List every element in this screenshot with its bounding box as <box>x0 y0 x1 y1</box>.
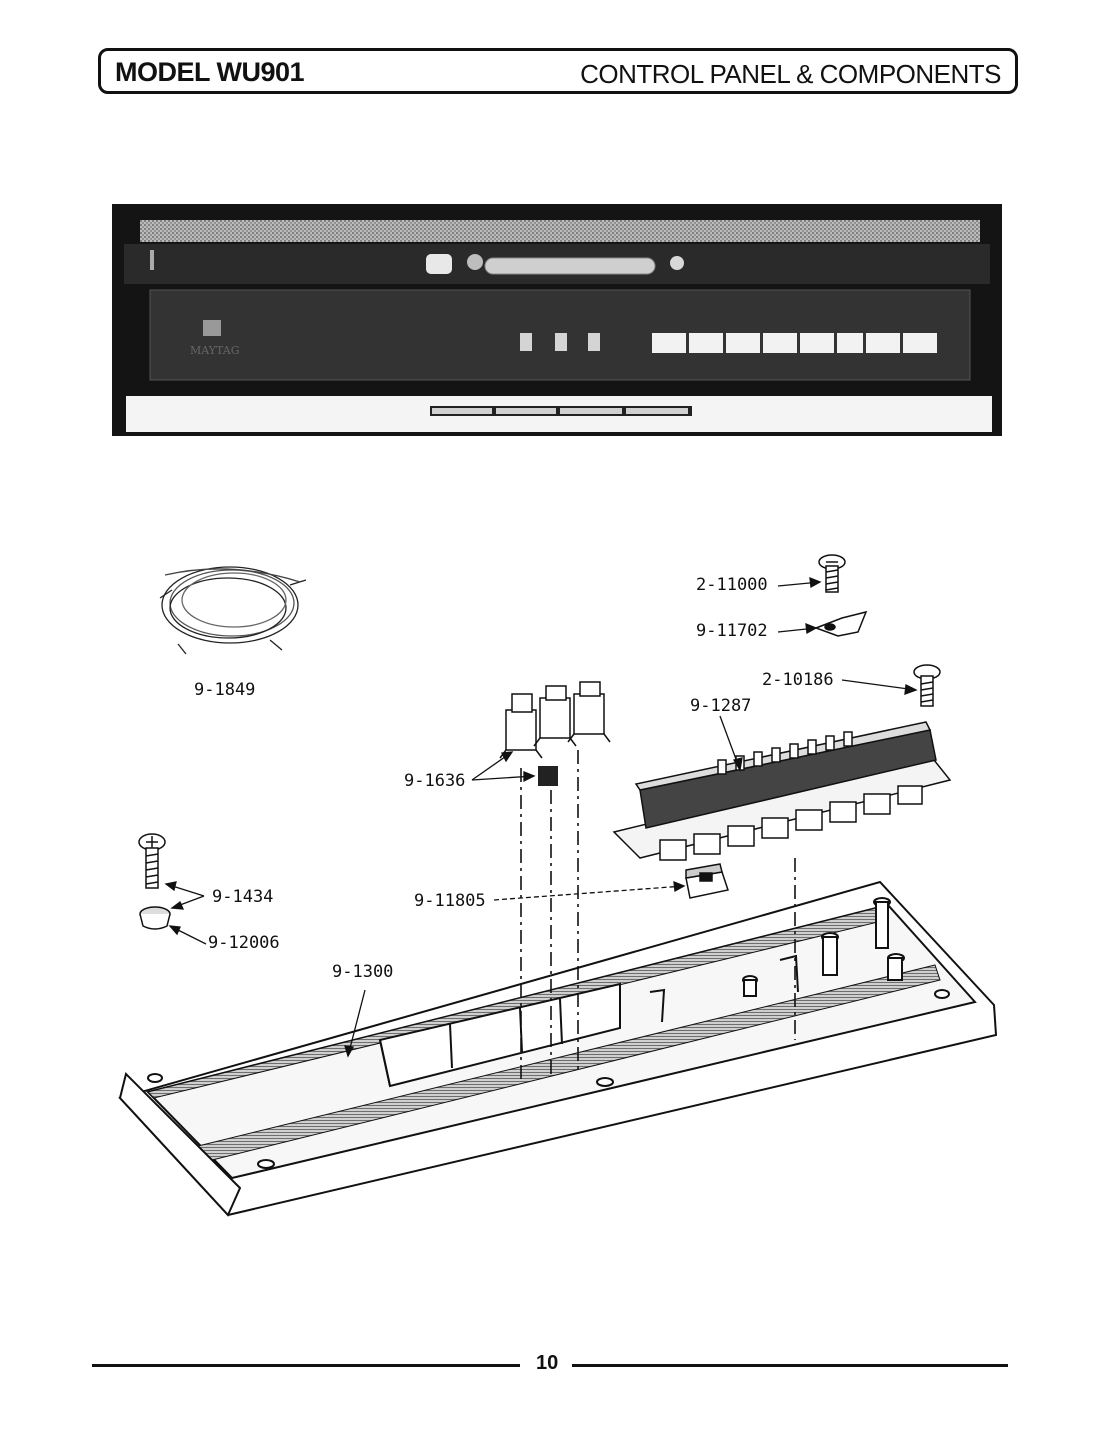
part-label-9-11702: 9-11702 <box>696 621 768 641</box>
cycle-button <box>588 333 600 351</box>
connector-9-11805 <box>685 863 729 899</box>
control-panel-photo: MAYTAG <box>112 204 1002 436</box>
relays-9-1636 <box>499 681 611 759</box>
maytag-logo <box>203 320 221 336</box>
wire-harness-9-1849 <box>159 566 307 655</box>
connector-block <box>538 766 558 786</box>
screw-2-11000 <box>818 554 846 593</box>
part-label-2-10186: 2-10186 <box>762 670 834 690</box>
door-handle <box>484 257 656 275</box>
leader-arrows <box>164 576 918 1058</box>
part-label-9-12006: 9-12006 <box>208 933 280 953</box>
brand-text: MAYTAG <box>190 344 240 357</box>
screw-9-1434 <box>138 833 166 889</box>
pushbutton-row <box>652 333 937 353</box>
cycle-button <box>555 333 567 351</box>
cap-9-12006 <box>139 906 171 930</box>
part-label-2-11000: 2-11000 <box>696 575 768 595</box>
part-label-9-1636: 9-1636 <box>404 771 466 791</box>
part-label-9-1287: 9-1287 <box>690 696 752 716</box>
part-label-9-1849: 9-1849 <box>194 680 256 700</box>
screw-2-10186 <box>913 664 941 707</box>
footer-rule-right <box>572 1364 1008 1367</box>
alignment-lines <box>520 750 796 1084</box>
switch-assembly-9-1287 <box>612 721 952 861</box>
indicator-light <box>426 254 452 274</box>
clip-9-11702 <box>813 610 868 637</box>
cycle-button <box>520 333 532 351</box>
part-label-9-1434: 9-1434 <box>212 887 274 907</box>
page-header: MODEL WU901 CONTROL PANEL & COMPONENTS <box>98 48 1018 94</box>
section-title: CONTROL PANEL & COMPONENTS <box>580 59 1001 89</box>
page-number: 10 <box>536 1352 559 1374</box>
model-title: MODEL WU901 <box>115 57 305 87</box>
part-label-9-11805: 9-11805 <box>414 891 486 911</box>
console-housing-9-1300 <box>118 880 998 1217</box>
part-label-9-1300: 9-1300 <box>332 962 394 982</box>
footer-rule-left <box>92 1364 520 1367</box>
